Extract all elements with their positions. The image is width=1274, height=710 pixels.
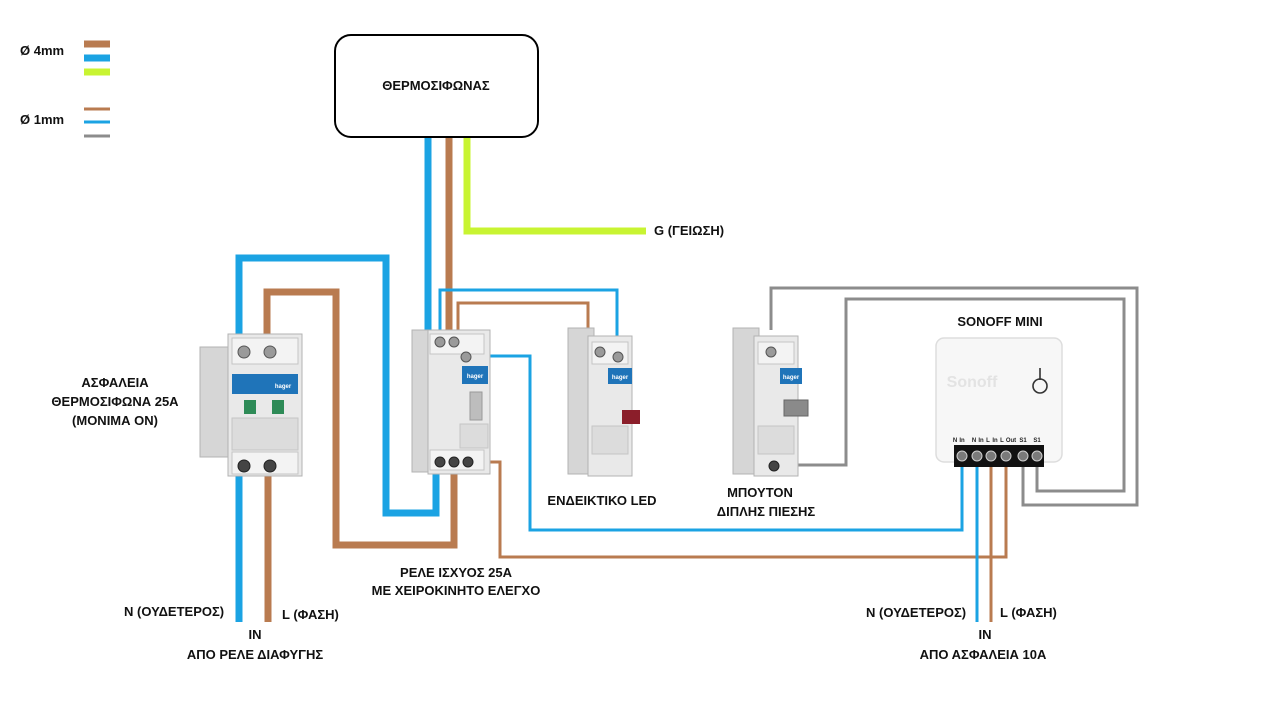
button-bottom-screw: [768, 460, 780, 472]
sonoff-terminal-screw-1: [956, 450, 968, 462]
sonoff-terminal-label-5: L: [986, 438, 990, 444]
relay-window: [459, 423, 489, 449]
sonoff-terminal-screw-2: [971, 450, 983, 462]
input-left-neutral-label: N (ΟΥΔΕΤΕΡΟΣ): [124, 604, 224, 619]
sonoff-label: SONOFF MINI: [957, 314, 1042, 329]
sonoff-terminal-label-7: L: [1000, 438, 1004, 444]
legend: Ø 4mm Ø 1mm: [20, 40, 110, 138]
power-relay-25a: hager ΡΕΛΕ ΙΣΧΥΟΣ 25Α ΜΕ ΧΕΙΡΟΚΙΝΗΤΟ ΕΛΕ…: [372, 329, 541, 598]
led-indicator: hager ΕΝΔΕΙΚΤΙΚΟ LED: [547, 327, 657, 508]
sonoff-terminal-label-1: N: [953, 438, 957, 444]
sonoff-terminal-label-4: In: [978, 438, 984, 444]
legend-thin-label: Ø 1mm: [20, 112, 64, 127]
input-right-source-label: ΑΠΟ ΑΣΦΑΛΕΙΑ 10Α: [920, 647, 1047, 662]
led-phase-wire: [456, 301, 590, 340]
button-hager-band: [780, 368, 802, 384]
led-brand: hager: [612, 375, 629, 381]
ground-label: G (ΓΕΙΩΣΗ): [654, 223, 724, 238]
input-left-source-label: ΑΠΟ ΡΕΛΕ ΔΙΑΦΥΓΗΣ: [187, 647, 323, 662]
relay-coil-to-sonoff-wire: [462, 354, 964, 532]
ground-wire: [463, 138, 646, 235]
input-left-phase-label: L (ΦΑΣΗ): [282, 607, 339, 622]
button-window: [757, 425, 795, 455]
input-left-in-label: IN: [249, 627, 262, 642]
breaker-bottom-screw-right: [263, 459, 277, 473]
breaker-phase-to-relay-wire: [263, 288, 458, 549]
sonoff-terminal-screw-6: [1031, 450, 1043, 462]
input-right-phase-label: L (ΦΑΣΗ): [1000, 605, 1057, 620]
led-hager-band: [608, 368, 632, 384]
led-window: [591, 425, 629, 455]
relay-top-screw-1: [434, 336, 446, 348]
breaker-label-line-1: ΑΣΦΑΛΕΙΑ: [81, 375, 149, 390]
breaker-window: [231, 417, 299, 451]
button-brand: hager: [783, 375, 800, 381]
input-right-in-label: IN: [979, 627, 992, 642]
relay-bottom-screw-1: [434, 456, 446, 468]
sonoff-terminal-label-10: S1: [1033, 438, 1041, 444]
relay-label-line-2: ΜΕ ΧΕΙΡΟΚΙΝΗΤΟ ΕΛΕΓΧΟ: [372, 583, 541, 598]
breaker-brand: hager: [275, 384, 292, 390]
sonoff-terminal-screws: [956, 450, 1043, 462]
breaker-left-shoulder: [199, 346, 229, 458]
button-label-line-1: ΜΠΟΥΤΟΝ: [727, 485, 793, 500]
led-label: ΕΝΔΕΙΚΤΙΚΟ LED: [547, 493, 656, 508]
sonoff-button-icon: [1032, 368, 1048, 394]
sonoff-terminal-screw-3: [985, 450, 997, 462]
button-top-screw: [765, 346, 777, 358]
breaker-bottom-screw-left: [237, 459, 251, 473]
breaker-toggle-left: [244, 400, 256, 414]
led-lamp: [622, 410, 640, 424]
relay-label-line-1: ΡΕΛΕ ΙΣΧΥΟΣ 25Α: [400, 565, 513, 580]
relay-bottom-screw-3: [462, 456, 474, 468]
wires: [235, 138, 1139, 622]
led-top-screw-1: [594, 346, 606, 358]
sonoff-terminal-label-6: In: [992, 438, 998, 444]
breaker-hager-band: [232, 374, 298, 394]
sonoff-logo: Sonoff: [947, 374, 998, 391]
water-heater: ΘΕΡΜΟΣΙΦΩΝΑΣ: [334, 34, 539, 138]
relay-brand: hager: [467, 374, 484, 380]
sonoff-terminal-label-8: Out: [1006, 438, 1016, 444]
sonoff-terminal-label-9: S1: [1019, 438, 1027, 444]
breaker-label-line-3: (ΜΟΝΙΜΑ ON): [72, 413, 158, 428]
button-actuator: [783, 399, 809, 417]
breaker-toggle-right: [272, 400, 284, 414]
input-right-labels: N (ΟΥΔΕΤΕΡΟΣ) L (ΦΑΣΗ) IN ΑΠΟ ΑΣΦΑΛΕΙΑ 1…: [866, 605, 1057, 662]
relay-manual-switch: [469, 391, 483, 421]
push-button: hager ΜΠΟΥΤΟΝ ΔΙΠΛΗΣ ΠΙΕΣΗΣ: [717, 327, 816, 519]
breaker-top-screw-left: [237, 345, 251, 359]
led-top-screw-2: [612, 351, 624, 363]
input-right-neutral-label: N (ΟΥΔΕΤΕΡΟΣ): [866, 605, 966, 620]
water-heater-box: [334, 34, 539, 138]
sonoff-terminal-block: [954, 445, 1044, 467]
sonoff-terminal-label-3: N: [972, 438, 976, 444]
sonoff-terminal-screw-5: [1017, 450, 1029, 462]
breaker-neutral-to-relay-wire: [235, 254, 440, 517]
breaker-label-line-2: ΘΕΡΜΟΣΙΦΩΝΑ 25Α: [51, 394, 179, 409]
relay-bottom-screw-2: [448, 456, 460, 468]
legend-thick-label: Ø 4mm: [20, 43, 64, 58]
button-to-sonoff-s1-wire: [769, 286, 1139, 507]
sonoff-terminal-label-2: In: [959, 438, 965, 444]
led-neutral-wire: [438, 288, 619, 350]
breaker-top-screw-right: [263, 345, 277, 359]
sonoff-terminal-screw-4: [1000, 450, 1012, 462]
button-to-sonoff-s2-wire: [771, 297, 1126, 493]
relay-coil-screw: [460, 351, 472, 363]
button-label-line-2: ΔΙΠΛΗΣ ΠΙΕΣΗΣ: [717, 504, 816, 519]
water-heater-label: ΘΕΡΜΟΣΙΦΩΝΑΣ: [382, 78, 490, 93]
input-left-labels: N (ΟΥΔΕΤΕΡΟΣ) L (ΦΑΣΗ) IN ΑΠΟ ΡΕΛΕ ΔΙΑΦΥ…: [124, 604, 339, 662]
breaker-25a: hager ΑΣΦΑΛΕΙΑ ΘΕΡΜΟΣΙΦΩΝΑ 25Α (ΜΟΝΙΜΑ O…: [51, 333, 303, 477]
relay-hager-band: [462, 366, 488, 384]
relay-top-screw-2: [448, 336, 460, 348]
